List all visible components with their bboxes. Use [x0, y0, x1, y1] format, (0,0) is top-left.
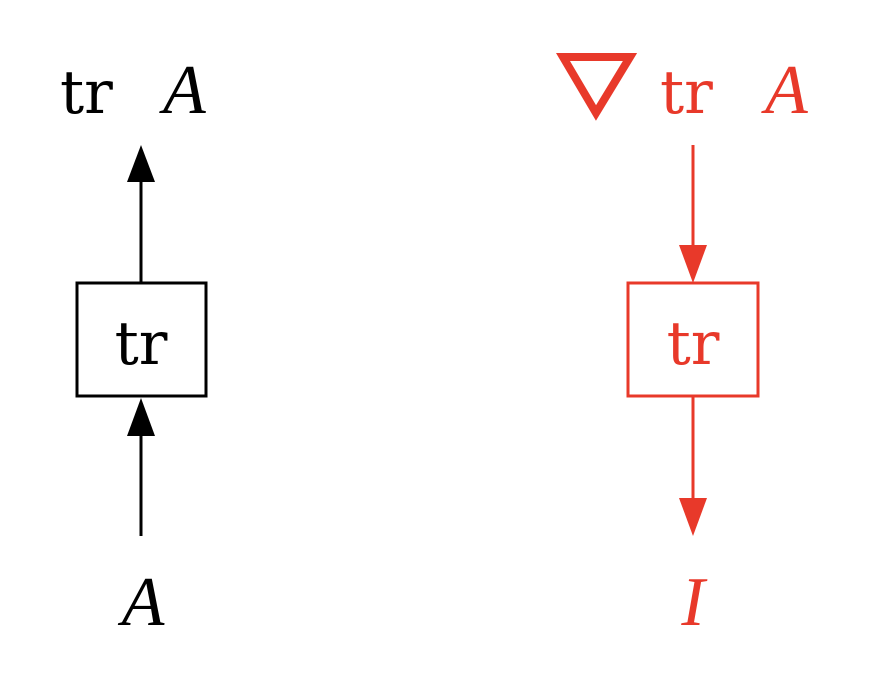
backward-node-label: tr	[667, 309, 720, 379]
forward-trace-node	[75, 281, 208, 398]
backward-output-op: tr	[660, 58, 713, 128]
nabla-icon	[556, 53, 638, 121]
forward-output-op: tr	[60, 58, 113, 128]
backward-output-var: A	[761, 52, 808, 129]
backward-graph: tr A ∇ tr I	[556, 52, 808, 641]
backward-result-identity: I	[680, 564, 708, 641]
backward-arrow-bottom-head	[679, 498, 707, 536]
backward-arrow-top-head	[679, 245, 707, 283]
forward-arrow-top-head	[127, 145, 155, 182]
forward-input-var: A	[118, 564, 165, 641]
forward-arrow-bottom-head	[127, 398, 155, 436]
forward-node-label: tr	[115, 309, 168, 379]
forward-graph: tr A tr A	[60, 52, 208, 641]
forward-output-var: A	[159, 52, 206, 129]
